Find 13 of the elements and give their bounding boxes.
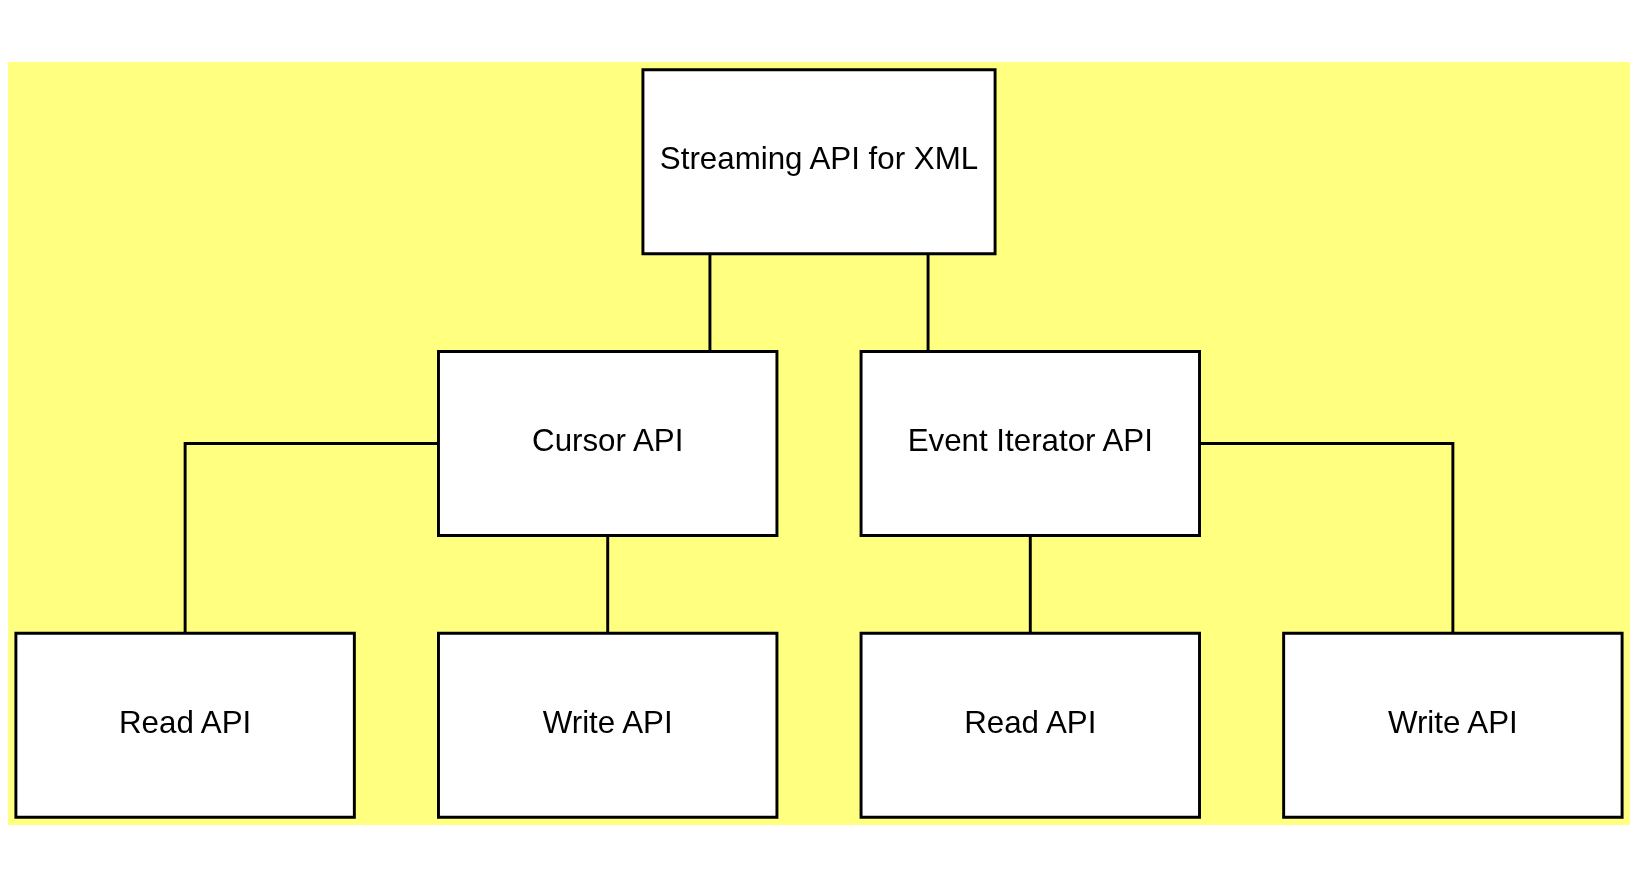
node-box: Write API	[437, 631, 779, 819]
connector	[708, 253, 712, 351]
node-box: Cursor API	[437, 349, 779, 537]
node-box: Read API	[14, 631, 356, 819]
node-box: Event Iterator API	[859, 349, 1201, 537]
connector	[926, 253, 930, 351]
connector	[1028, 535, 1032, 633]
node-box: Write API	[1282, 631, 1624, 819]
connector	[183, 441, 439, 633]
connector	[606, 535, 610, 633]
connector	[1199, 441, 1455, 633]
node-box: Streaming API for XML	[641, 67, 997, 255]
node-box: Read API	[859, 631, 1201, 819]
